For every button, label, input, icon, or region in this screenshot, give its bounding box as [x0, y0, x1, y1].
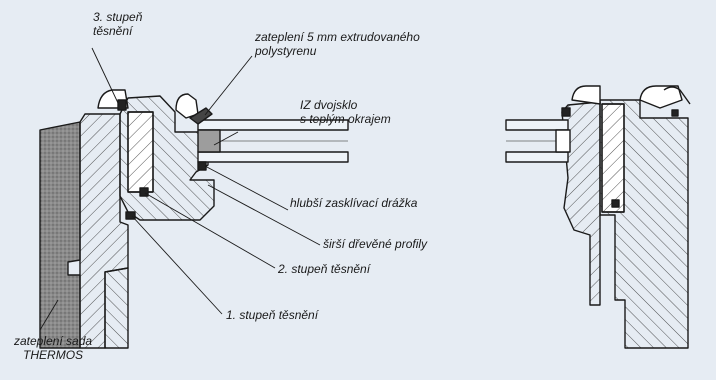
label-stage2: 2. stupeň těsnění — [278, 262, 371, 276]
label-stage1: 1. stupeň těsnění — [226, 308, 319, 322]
seal-2 — [139, 187, 149, 197]
seal-glass — [197, 161, 207, 171]
frame-body — [79, 113, 129, 349]
frame-extension — [104, 267, 129, 349]
left-section — [39, 89, 349, 349]
leader-lines — [39, 47, 321, 331]
old-glazing — [505, 119, 571, 163]
seal-3 — [117, 99, 127, 111]
label-profiles: širší dřevěné profily — [323, 237, 428, 251]
glazing-bead — [189, 107, 213, 125]
right-section — [505, 85, 691, 349]
seal-1 — [125, 211, 136, 220]
glazing-unit — [197, 119, 349, 163]
label-groove: hlubší zasklívací drážka — [290, 196, 418, 210]
thermos-insulation — [39, 121, 81, 349]
